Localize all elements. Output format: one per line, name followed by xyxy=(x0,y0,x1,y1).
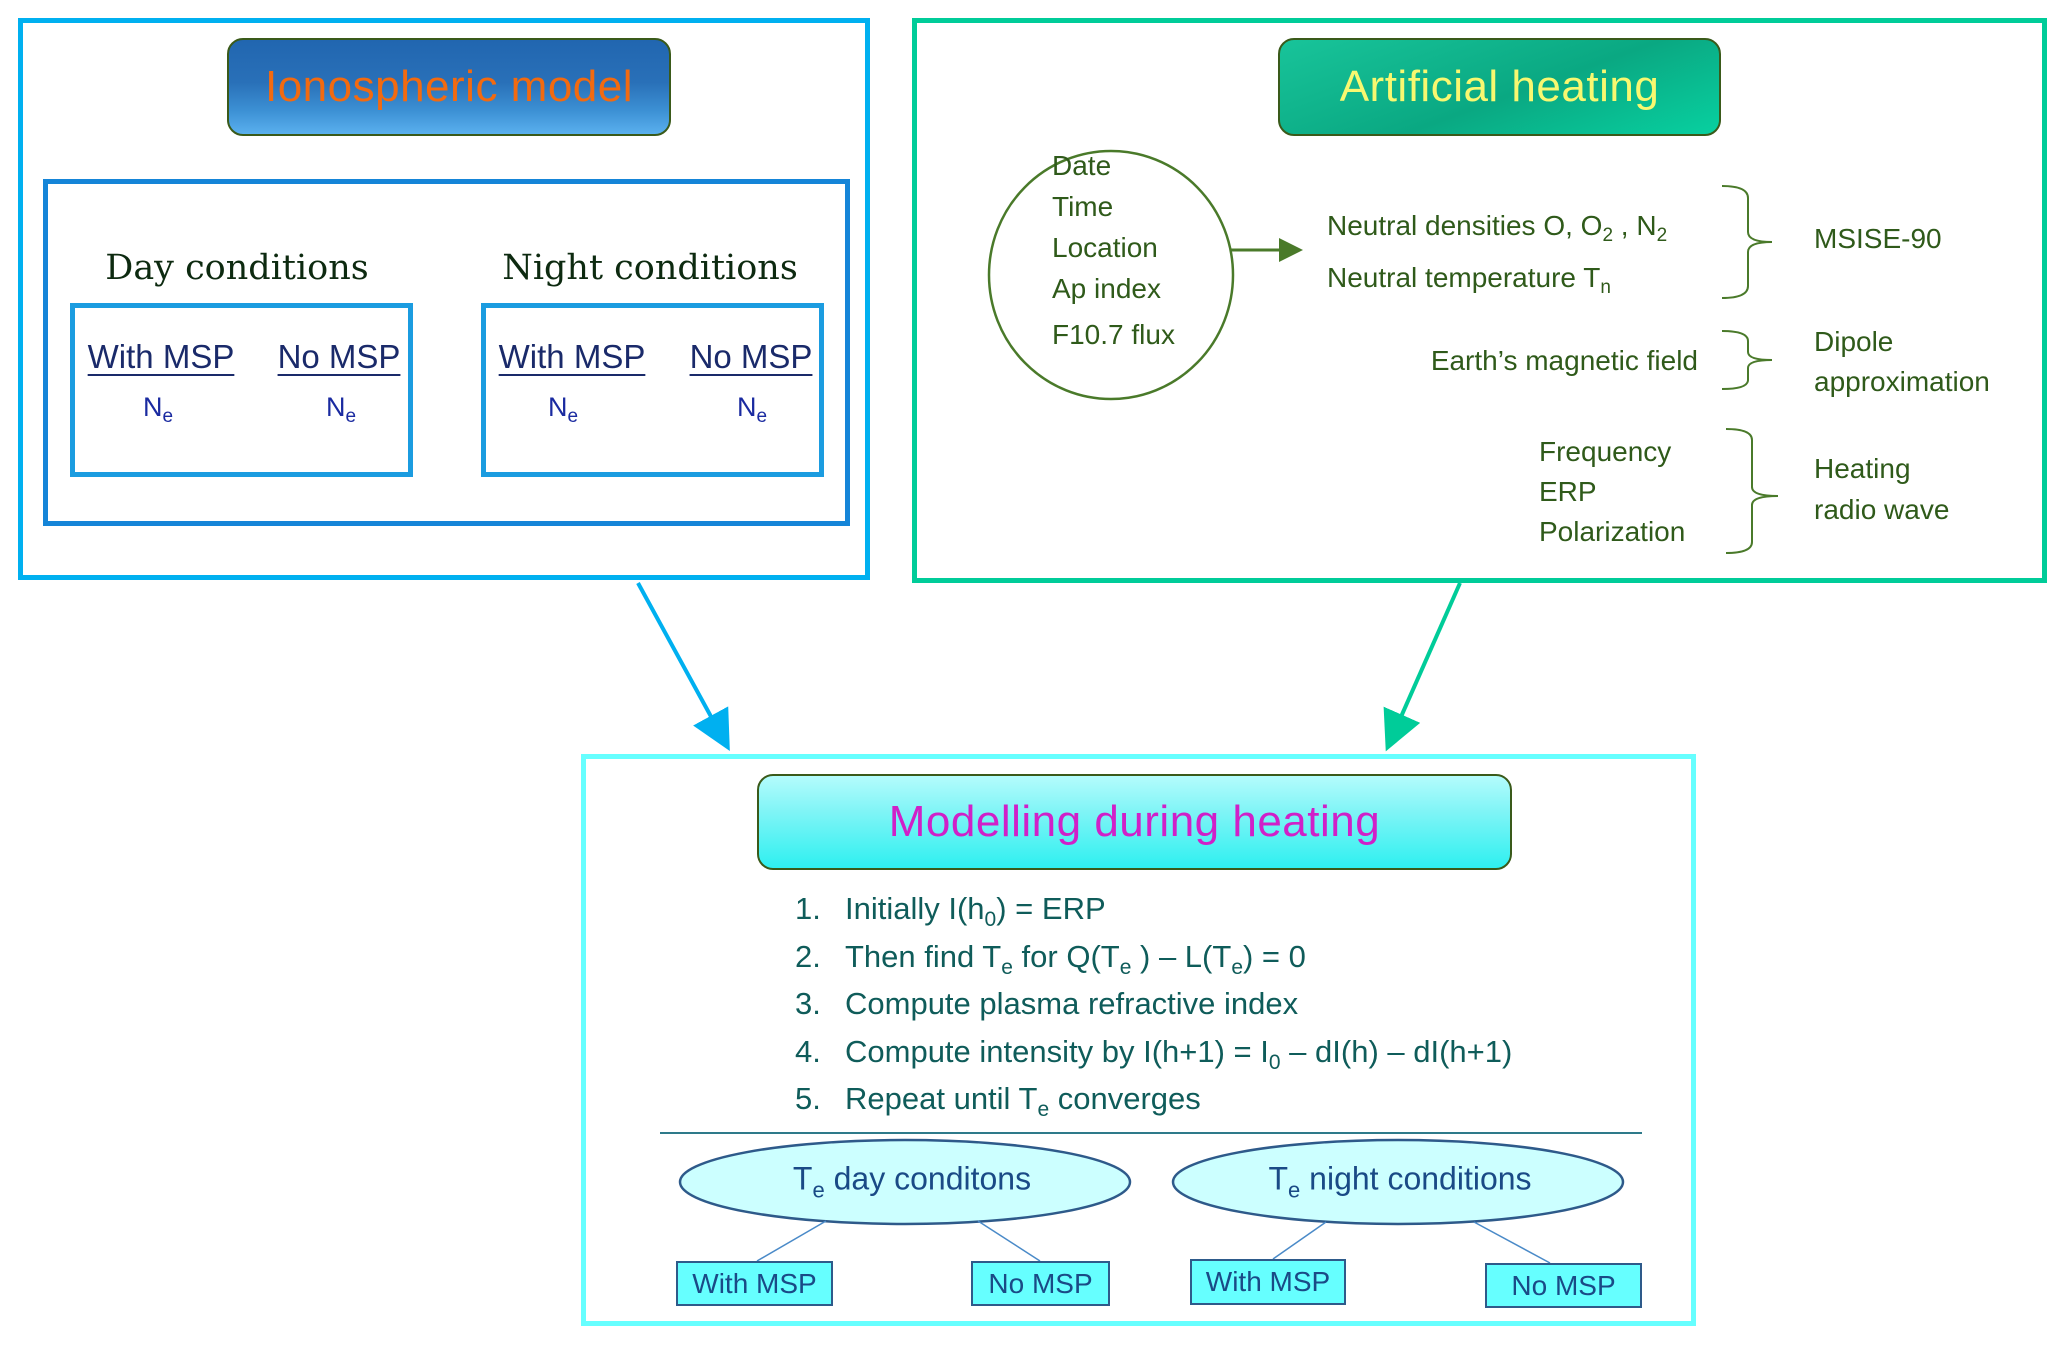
neutral-temperature-text: Neutral temperature Tn xyxy=(1327,262,1611,298)
te-night-with-msp-box: With MSP xyxy=(1190,1259,1346,1305)
step-1-text: Initially I(h0) = ERP xyxy=(845,891,1106,931)
input-date: Date xyxy=(1052,150,1112,181)
night-conditions-box xyxy=(481,303,824,477)
day-with-msp-ne: Ne xyxy=(142,392,174,427)
day-conditions-box xyxy=(70,303,413,477)
polarization-text: Polarization xyxy=(1539,516,1686,547)
earth-magnetic-field-text: Earth’s magnetic field xyxy=(1430,345,1698,376)
te-day-with-msp-box: With MSP xyxy=(676,1261,833,1306)
step-3: 3. xyxy=(795,986,821,1021)
erp-text: ERP xyxy=(1539,476,1597,507)
artificial-heating-header: Artificial heating xyxy=(1278,38,1721,136)
inputs-ellipse xyxy=(987,149,1235,401)
modelling-panel xyxy=(581,754,1696,1326)
day-no-msp-label: No MSP xyxy=(277,338,401,375)
step-4-text: Compute intensity by I(h+1) = I0 – dI(h)… xyxy=(845,1034,1513,1074)
dipole-label: Dipole xyxy=(1814,326,1894,357)
night-conditions-title: Night conditions xyxy=(502,248,798,288)
ionospheric-model-panel xyxy=(18,18,870,580)
step-4: 4. xyxy=(795,1034,821,1069)
day-no-msp-ne: Ne xyxy=(325,392,357,427)
input-time: Time xyxy=(1052,191,1114,222)
neutral-densities-text: Neutral densities O, O2 , N2 xyxy=(1327,210,1668,246)
input-ap-index: Ap index xyxy=(1052,273,1161,304)
day-with-msp-label: With MSP xyxy=(87,338,235,375)
night-no-msp-ne: Ne xyxy=(736,392,768,427)
input-f107-flux: F10.7 flux xyxy=(1052,319,1175,350)
te-night-no-msp-box: No MSP xyxy=(1485,1263,1642,1308)
brace-dipole xyxy=(1721,330,1773,390)
conditions-panel xyxy=(43,179,850,526)
modelling-header: Modelling during heating xyxy=(757,774,1512,870)
step-1: 1. xyxy=(795,891,821,926)
step-2: 2. xyxy=(795,939,821,974)
modelling-title: Modelling during heating xyxy=(888,797,1381,846)
step-5: 5. xyxy=(795,1081,821,1116)
arrow-ionospheric-to-modelling xyxy=(636,582,730,752)
heating-label: Heating xyxy=(1814,453,1911,484)
step-2-text: Then find Te for Q(Te ) – L(Te) = 0 xyxy=(845,939,1306,979)
frequency-text: Frequency xyxy=(1539,436,1672,467)
night-with-msp-ne: Ne xyxy=(547,392,579,427)
msise-90-label: MSISE-90 xyxy=(1814,223,1942,254)
night-no-msp-label: No MSP xyxy=(689,338,813,375)
te-day-ellipse xyxy=(678,1138,1132,1226)
step-3-text: Compute plasma refractive index xyxy=(845,986,1299,1021)
ionospheric-model-title: Ionospheric model xyxy=(264,62,634,111)
ionospheric-model-header: Ionospheric model xyxy=(227,38,671,136)
te-night-conditions-label: Te night conditions xyxy=(1268,1160,1532,1203)
approximation-label: approximation xyxy=(1814,366,1990,397)
connector-night-no xyxy=(1473,1221,1551,1264)
artificial-heating-title: Artificial heating xyxy=(1339,62,1660,111)
brace-msise xyxy=(1721,185,1773,299)
input-location: Location xyxy=(1052,232,1158,263)
arrow-heating-to-modelling xyxy=(1383,582,1462,752)
te-day-conditions-label: Te day conditons xyxy=(792,1160,1032,1203)
night-with-msp-label: With MSP xyxy=(498,338,646,375)
te-day-no-msp-box: No MSP xyxy=(971,1261,1110,1306)
brace-heating xyxy=(1725,428,1779,554)
te-night-ellipse xyxy=(1171,1138,1625,1226)
connector-day-with xyxy=(756,1220,827,1262)
step-5-text: Repeat until Te converges xyxy=(845,1081,1201,1121)
day-conditions-title: Day conditions xyxy=(105,248,369,288)
artificial-heating-panel xyxy=(912,18,2047,583)
connector-night-with xyxy=(1272,1221,1327,1260)
radio-wave-label: radio wave xyxy=(1814,494,1950,525)
connector-day-no xyxy=(977,1220,1041,1262)
